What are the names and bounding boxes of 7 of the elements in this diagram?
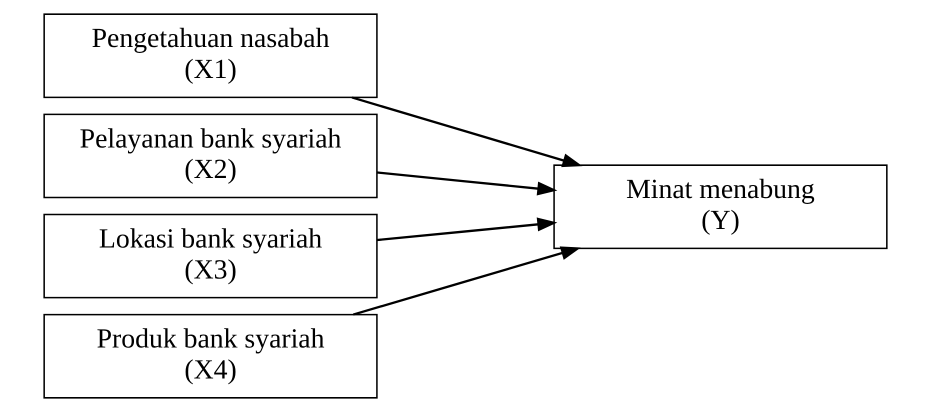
arrow	[377, 217, 558, 242]
node-box: Lokasi bank syariah (X3)	[43, 214, 378, 298]
node-box: Pengetahuan nasabah (X1)	[43, 13, 378, 98]
arrow	[377, 171, 558, 196]
node-box: Produk bank syariah (X4)	[43, 314, 378, 399]
node-box: Pelayanan bank syariah (X2)	[43, 114, 378, 198]
node-box: Minat menabung (Y)	[553, 164, 888, 250]
